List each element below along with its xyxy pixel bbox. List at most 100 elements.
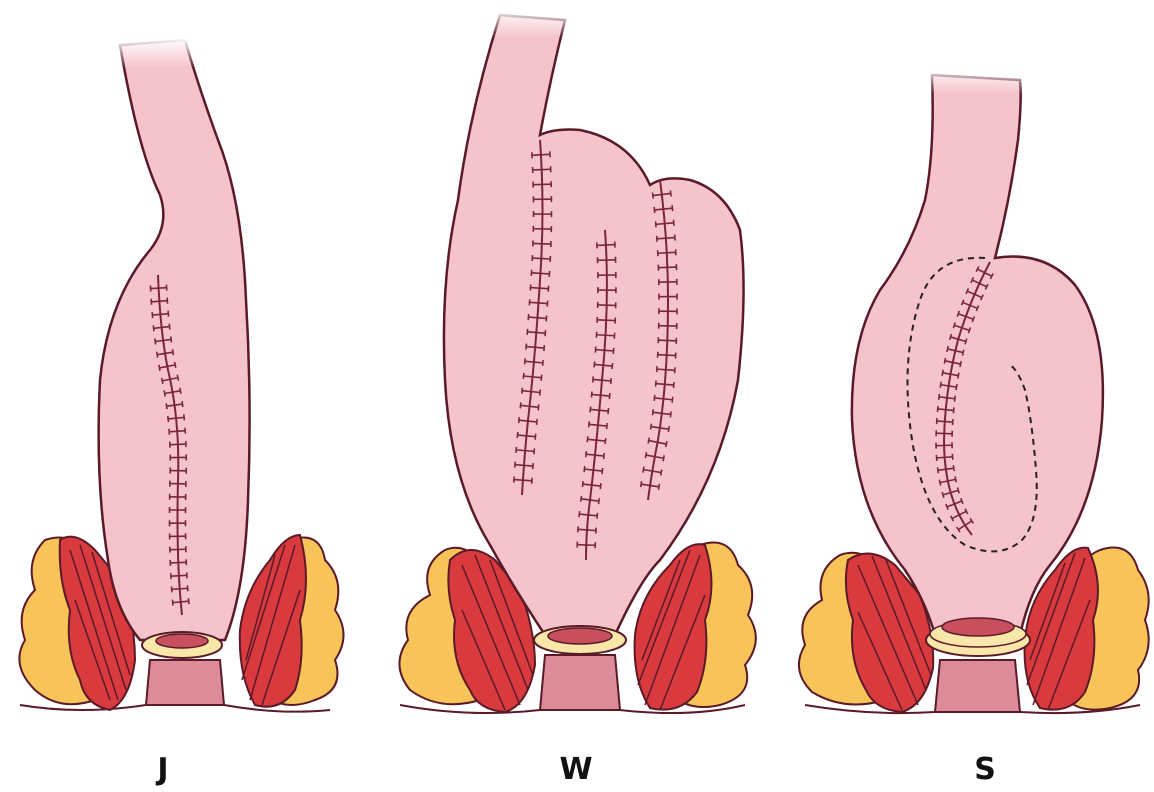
- staple-barb: [654, 395, 655, 401]
- staple-barb: [609, 393, 610, 399]
- staple-barb: [523, 373, 524, 379]
- staple-barb: [670, 411, 671, 417]
- staple: [936, 433, 952, 434]
- staple-barb: [168, 416, 169, 422]
- staple-barb: [661, 470, 662, 476]
- staple-barb: [153, 325, 154, 331]
- staple-barb: [597, 513, 598, 519]
- staple-barb: [612, 363, 613, 369]
- staple-barb: [520, 402, 521, 408]
- staple-barb: [175, 362, 176, 368]
- staple-barb: [605, 438, 606, 444]
- staple-barb: [152, 312, 153, 318]
- staple-barb: [648, 438, 649, 444]
- staple-barb: [654, 207, 655, 213]
- staple-barb: [953, 407, 954, 413]
- pouch-label-s: S: [955, 752, 1015, 787]
- staple-barb: [517, 432, 518, 438]
- staple-barb: [672, 397, 673, 403]
- staple-barb: [540, 390, 541, 396]
- staple-barb: [169, 324, 170, 330]
- staple-barb: [668, 426, 669, 432]
- staple-barb: [579, 511, 580, 517]
- staple: [170, 444, 186, 445]
- staple-barb: [937, 406, 938, 412]
- s-pouch: [799, 66, 1149, 713]
- staple-barb: [172, 600, 173, 606]
- staple-barb: [604, 453, 605, 459]
- staple-barb: [956, 384, 957, 390]
- pouch-label-j: J: [133, 752, 193, 787]
- staple-barb: [940, 382, 941, 388]
- staple-barb: [180, 388, 181, 394]
- staple-barb: [525, 358, 526, 364]
- staple: [533, 243, 551, 244]
- j-pouch: [19, 38, 343, 712]
- staple-barb: [939, 394, 940, 400]
- staple: [597, 335, 615, 336]
- staple-barb: [519, 417, 520, 423]
- staple-barb: [534, 448, 535, 454]
- staple-barb: [168, 311, 169, 317]
- staple-barb: [599, 498, 600, 504]
- staple-barb: [582, 481, 583, 487]
- staple-barb: [672, 205, 673, 211]
- staple-barb: [653, 409, 654, 415]
- staple: [658, 252, 676, 253]
- staple-barb: [608, 408, 609, 414]
- staple-barb: [164, 391, 165, 397]
- staple-barb: [538, 404, 539, 410]
- staple: [532, 258, 550, 259]
- staple: [170, 562, 186, 563]
- staple-barb: [955, 396, 956, 402]
- staple: [171, 575, 187, 576]
- staple: [937, 421, 953, 422]
- staple-barb: [522, 388, 523, 394]
- staple-barb: [537, 419, 538, 425]
- staple-barb: [166, 403, 167, 409]
- staple-barb: [958, 373, 959, 379]
- staple-barb: [587, 436, 588, 442]
- staple: [658, 355, 676, 356]
- staple: [151, 288, 167, 289]
- staple-barb: [591, 391, 592, 397]
- staple-barb: [188, 598, 189, 604]
- staple-barb: [159, 365, 160, 371]
- staple: [597, 245, 615, 246]
- staple-barb: [155, 339, 156, 345]
- staple: [532, 154, 550, 155]
- staple-barb: [516, 447, 517, 453]
- staple: [597, 320, 615, 321]
- staple-barb: [594, 361, 595, 367]
- staple-barb: [541, 375, 542, 381]
- staple-barb: [584, 466, 585, 472]
- staple-barb: [938, 467, 939, 473]
- staple: [172, 588, 188, 589]
- anal-canal: [146, 660, 224, 705]
- staple-barb: [581, 496, 582, 502]
- staple-barb: [611, 378, 612, 384]
- staple-barb: [942, 370, 943, 376]
- staple-barb: [643, 467, 644, 473]
- w-pouch-body: [444, 15, 744, 635]
- w-pouch: [399, 8, 755, 713]
- staple-barb: [670, 190, 671, 196]
- staple: [658, 267, 676, 268]
- staple-barb: [656, 221, 657, 227]
- staple-barb: [645, 452, 646, 458]
- staple-barb: [607, 423, 608, 429]
- staple-barb: [589, 421, 590, 427]
- staple: [658, 340, 676, 341]
- staple-barb: [593, 376, 594, 382]
- staple: [151, 301, 167, 302]
- s-pouch-body: [852, 75, 1103, 635]
- staple-barb: [172, 349, 173, 355]
- staple: [577, 545, 595, 546]
- staple-barb: [602, 468, 603, 474]
- anal-canal: [935, 660, 1020, 712]
- staple-barb: [171, 336, 172, 342]
- staple-barb: [651, 424, 652, 430]
- staple-barb: [586, 451, 587, 457]
- staple-barb: [673, 220, 674, 226]
- staple: [169, 431, 185, 432]
